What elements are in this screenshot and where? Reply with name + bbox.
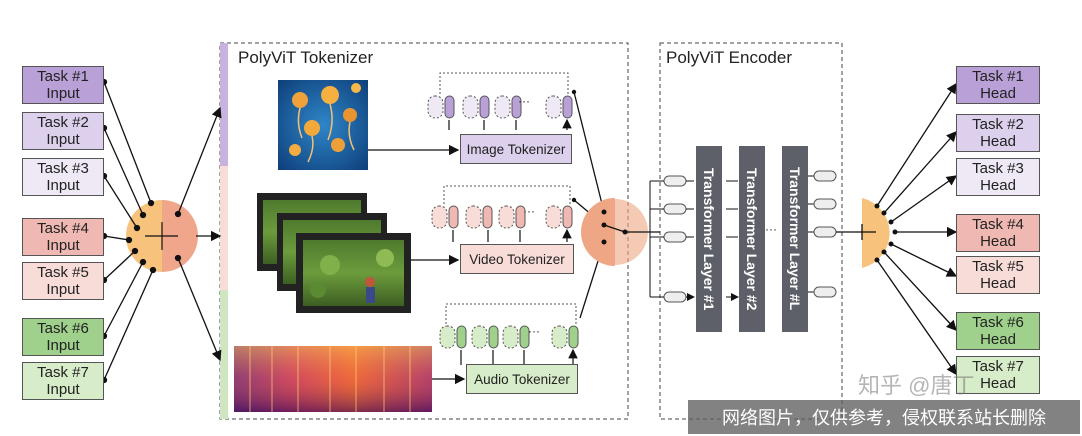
audio-tokens <box>439 303 578 365</box>
input-connections <box>100 78 182 384</box>
video-tokenizer: Video Tokenizer <box>460 244 574 274</box>
tokenizer-title: PolyViT Tokenizer <box>238 48 374 67</box>
jellyfish-image <box>278 80 368 170</box>
audio-tokenizer: Audio Tokenizer <box>466 364 578 394</box>
input-switch <box>126 200 198 272</box>
layer-ellipsis: ··· <box>765 222 777 236</box>
audio-token-ellipsis: ··· <box>528 324 540 338</box>
zhihu-watermark: 知乎 @唐丁 <box>858 373 975 398</box>
head-switch-dots <box>874 203 898 263</box>
transformer-layer-L: Transformer Layer #L <box>782 146 808 332</box>
tokenizer-strip-image <box>220 43 228 166</box>
image-tokenizer: Image Tokenizer <box>460 134 572 164</box>
image-token-ellipsis: ··· <box>518 94 530 108</box>
encoder-in-tokens <box>649 170 837 302</box>
encoder-frame <box>659 42 843 420</box>
encoder-title: PolyViT Encoder <box>666 48 792 67</box>
video-tokens <box>431 185 572 242</box>
image-tokens <box>427 72 572 130</box>
tokenizer-strip-audio <box>220 290 228 419</box>
transformer-layer-2: Transformer Layer #2 <box>739 146 765 332</box>
head-connections <box>876 82 958 376</box>
video-token-ellipsis: ··· <box>523 204 535 218</box>
head-switch <box>862 198 890 268</box>
audio-spectrogram <box>234 346 432 412</box>
transformer-layer-1: Transformer Layer #1 <box>696 146 722 332</box>
tokenizer-strip-video <box>220 166 228 290</box>
watermark-banner: 网络图片，仅供参考，侵权联系站长删除 <box>688 400 1080 434</box>
video-frames <box>257 193 411 313</box>
